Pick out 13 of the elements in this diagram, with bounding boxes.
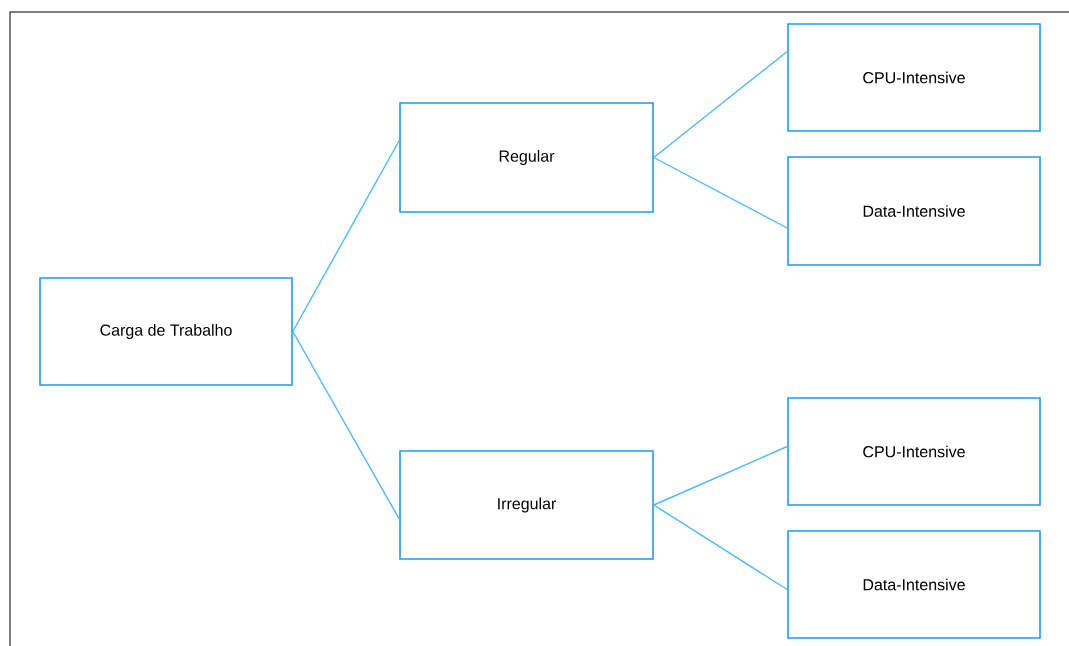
category-box: Carga de Trabalho	[39, 277, 293, 386]
connector-line	[653, 156, 788, 229]
connector-line	[653, 50, 788, 159]
category-box: CPU-Intensive	[787, 23, 1041, 132]
connector-line	[292, 330, 400, 520]
category-box: CPU-Intensive	[787, 397, 1041, 506]
connector-line	[653, 504, 788, 591]
category-box: Data-Intensive	[787, 530, 1041, 639]
connector-line	[292, 139, 400, 333]
category-box: Data-Intensive	[787, 156, 1041, 266]
category-box: Regular	[399, 102, 654, 213]
connector-line	[653, 445, 788, 506]
category-box: Irregular	[399, 450, 654, 560]
